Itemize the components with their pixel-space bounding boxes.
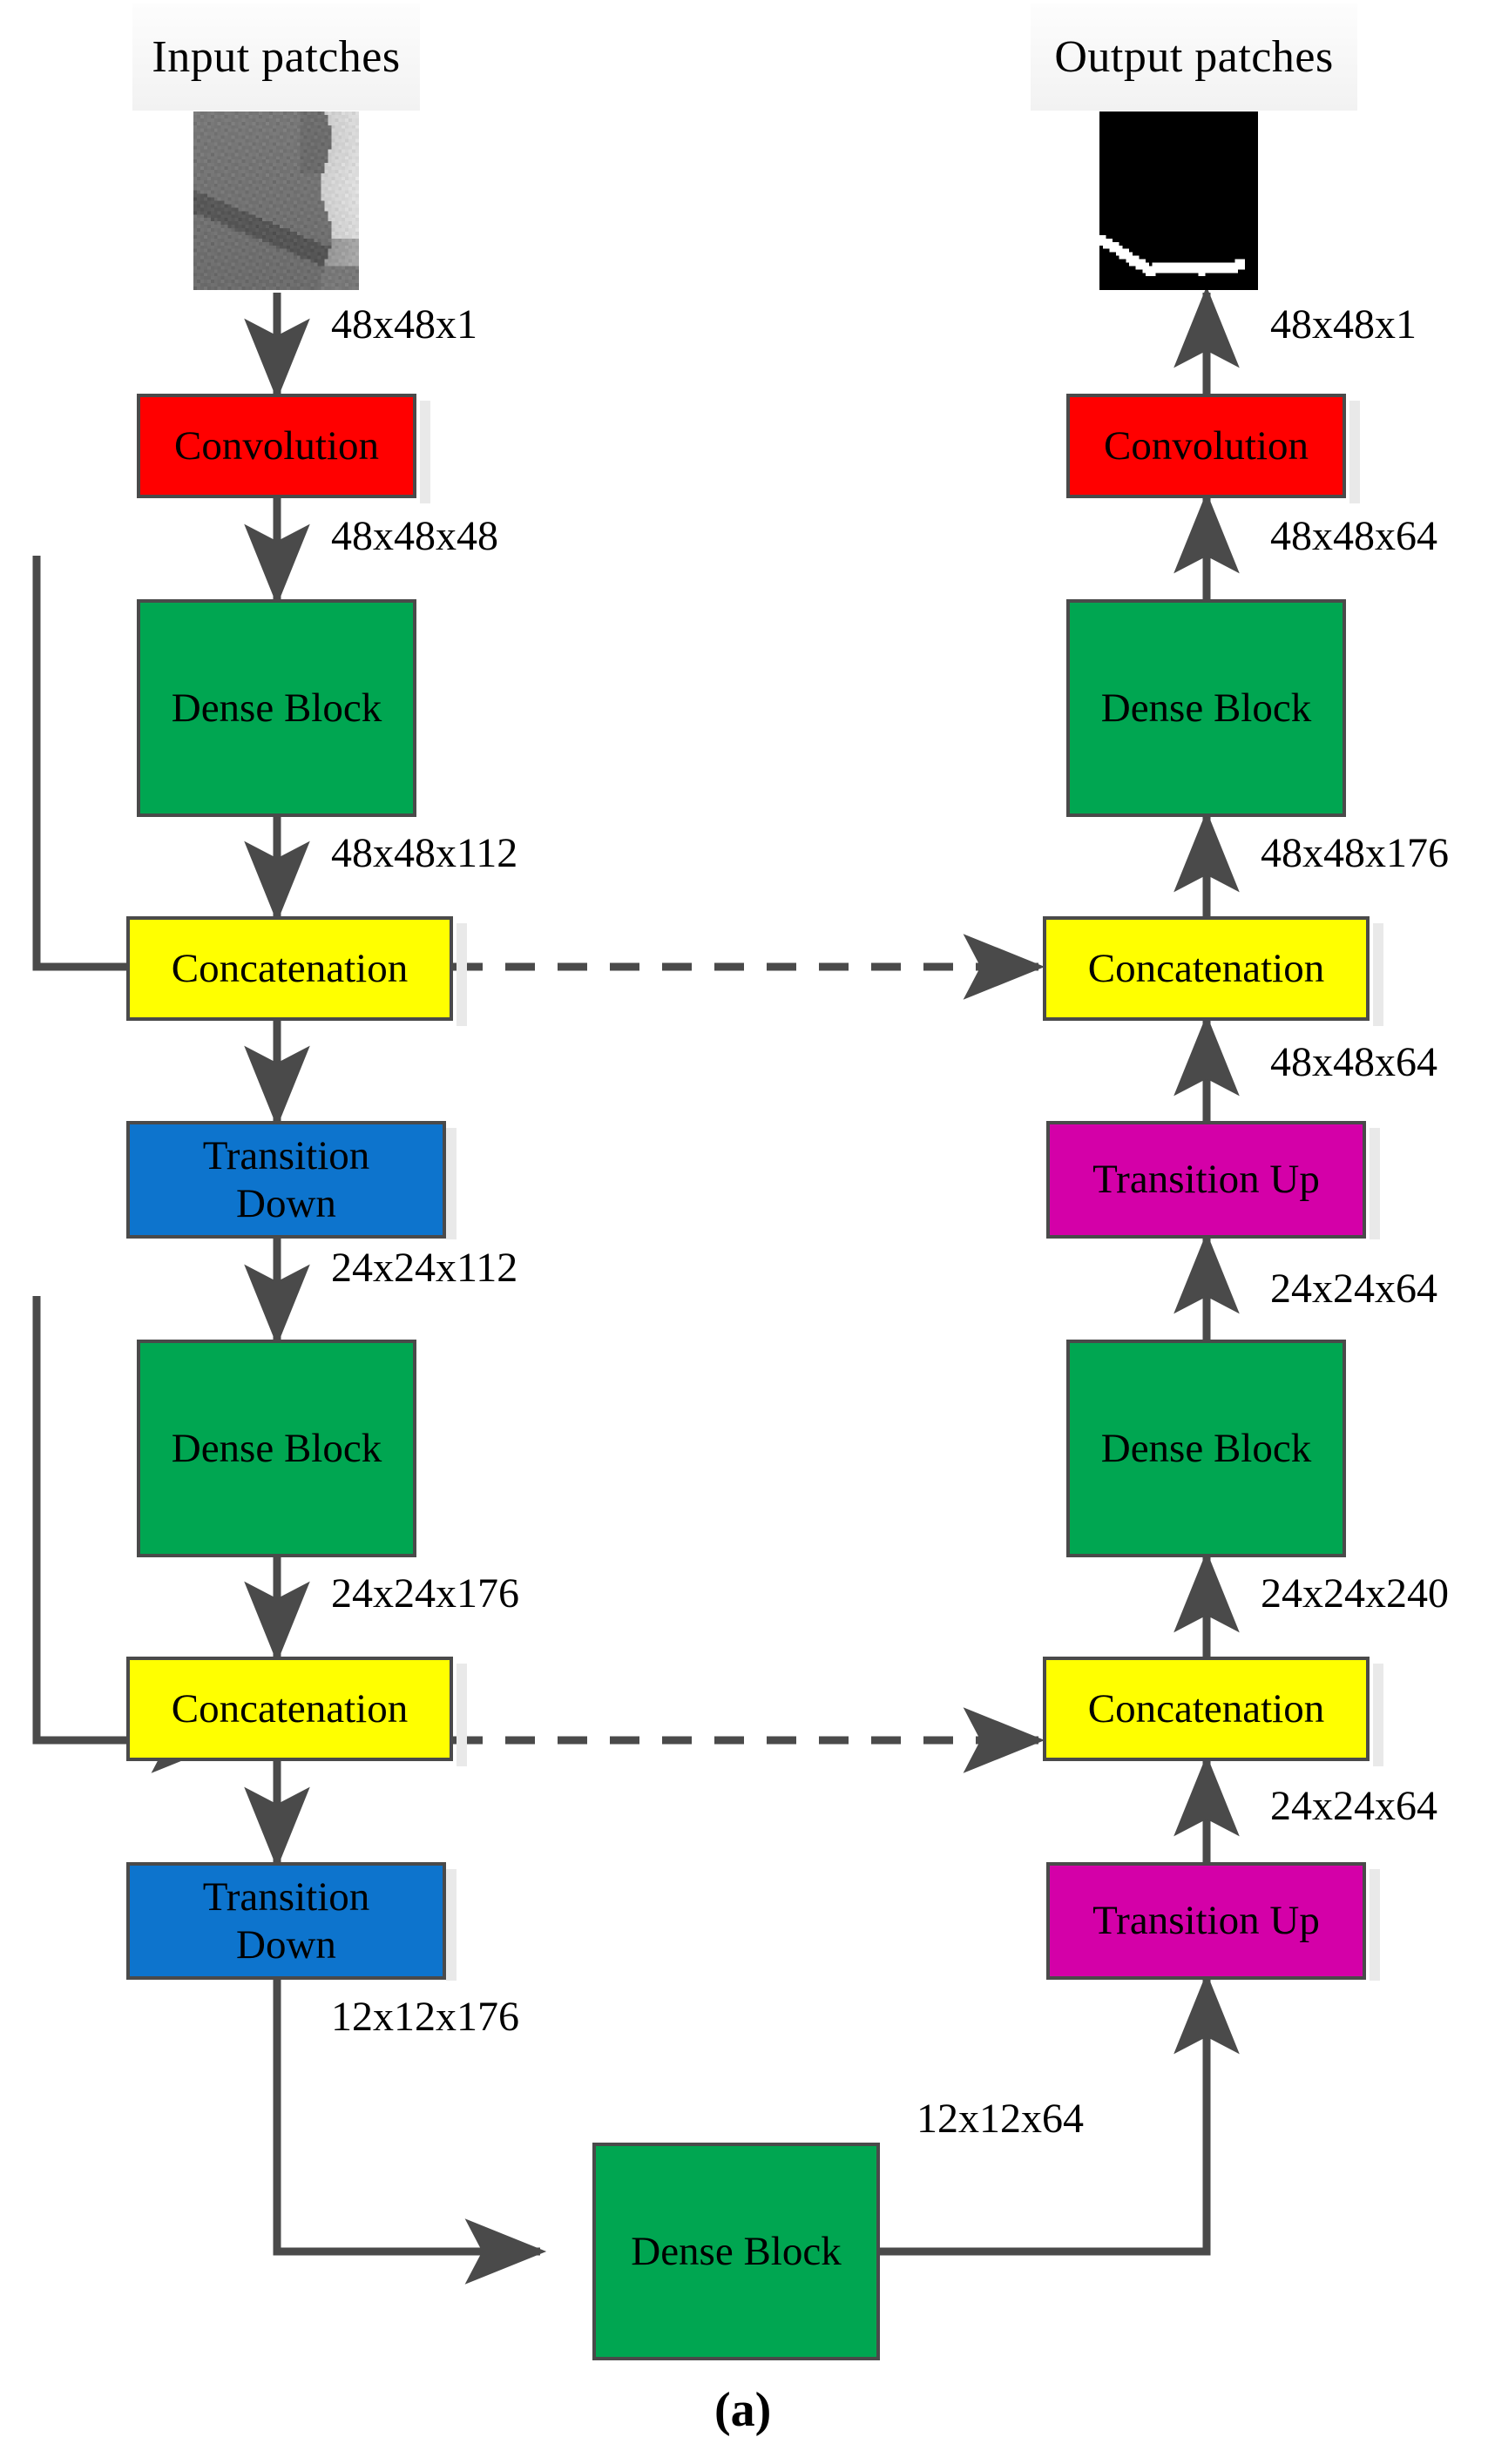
- block-label: Dense Block: [631, 2228, 842, 2274]
- encoder-convolution-block[interactable]: Convolution: [137, 394, 416, 498]
- edge-label-dec-3: 48x48x64: [1270, 1039, 1437, 1085]
- edge-label-bottleneck: 12x12x64: [916, 2096, 1084, 2142]
- edge-label-enc-0: 48x48x1: [331, 301, 477, 348]
- block-label: Transition Up: [1092, 1157, 1320, 1203]
- block-label: Concatenation: [1087, 945, 1325, 991]
- decoder-dense-block-1[interactable]: Dense Block: [1066, 599, 1346, 817]
- edge-label-enc-2: 48x48x112: [331, 830, 518, 876]
- encoder-concatenation-block-1[interactable]: Concatenation: [126, 916, 453, 1021]
- decoder-transition-up-block-2[interactable]: Transition Up: [1046, 1862, 1366, 1980]
- encoder-dense-block-2[interactable]: Dense Block: [137, 1340, 416, 1557]
- encoder-concatenation-block-2[interactable]: Concatenation: [126, 1657, 453, 1761]
- edge-label-dec-0: 48x48x1: [1270, 301, 1417, 348]
- bottleneck-dense-block[interactable]: Dense Block: [592, 2143, 880, 2360]
- block-label-line2: Down: [236, 1180, 336, 1226]
- block-label: Dense Block: [171, 685, 382, 731]
- block-label: Concatenation: [171, 945, 409, 991]
- edge-label-enc-5: 12x12x176: [331, 1994, 519, 2040]
- decoder-concatenation-block-2[interactable]: Concatenation: [1043, 1657, 1370, 1761]
- output-patches-label: Output patches: [1054, 32, 1334, 82]
- input-patch-image: [193, 111, 359, 290]
- encoder-dense-block-1[interactable]: Dense Block: [137, 599, 416, 817]
- block-label-line2: Down: [236, 1921, 336, 1968]
- edge-label-dec-1: 48x48x64: [1270, 513, 1437, 559]
- block-label: Dense Block: [1100, 685, 1312, 731]
- block-label: Concatenation: [1087, 1685, 1325, 1732]
- decoder-concatenation-block-1[interactable]: Concatenation: [1043, 916, 1370, 1021]
- encoder-transition-down-block-1[interactable]: Transition Down: [126, 1121, 446, 1239]
- block-label: Transition Up: [1092, 1898, 1320, 1944]
- edge-label-enc-4: 24x24x176: [331, 1570, 519, 1617]
- edge-label-dec-6: 24x24x64: [1270, 1783, 1437, 1829]
- decoder-transition-up-block-1[interactable]: Transition Up: [1046, 1121, 1366, 1239]
- figure-caption: (a): [714, 2383, 772, 2437]
- block-label: Transition: [202, 1132, 370, 1178]
- block-label: Transition: [202, 1873, 370, 1920]
- block-label: Convolution: [173, 422, 380, 469]
- encoder-transition-down-block-2[interactable]: Transition Down: [126, 1862, 446, 1980]
- edge-label-dec-4: 24x24x64: [1270, 1266, 1437, 1312]
- edge-label-dec-5: 24x24x240: [1261, 1570, 1449, 1617]
- output-patch-image: [1099, 111, 1258, 290]
- decoder-dense-block-2[interactable]: Dense Block: [1066, 1340, 1346, 1557]
- output-patches-header: Output patches: [1031, 3, 1357, 111]
- edge-label-dec-2: 48x48x176: [1261, 830, 1449, 876]
- decoder-convolution-block[interactable]: Convolution: [1066, 394, 1346, 498]
- edge-label-enc-3: 24x24x112: [331, 1245, 518, 1291]
- block-label: Dense Block: [1100, 1425, 1312, 1471]
- block-label: Concatenation: [171, 1685, 409, 1732]
- block-label: Convolution: [1103, 422, 1309, 469]
- edge-label-enc-1: 48x48x48: [331, 513, 498, 559]
- block-label: Dense Block: [171, 1425, 382, 1471]
- input-patches-header: Input patches: [132, 3, 420, 111]
- input-patches-label: Input patches: [152, 32, 401, 82]
